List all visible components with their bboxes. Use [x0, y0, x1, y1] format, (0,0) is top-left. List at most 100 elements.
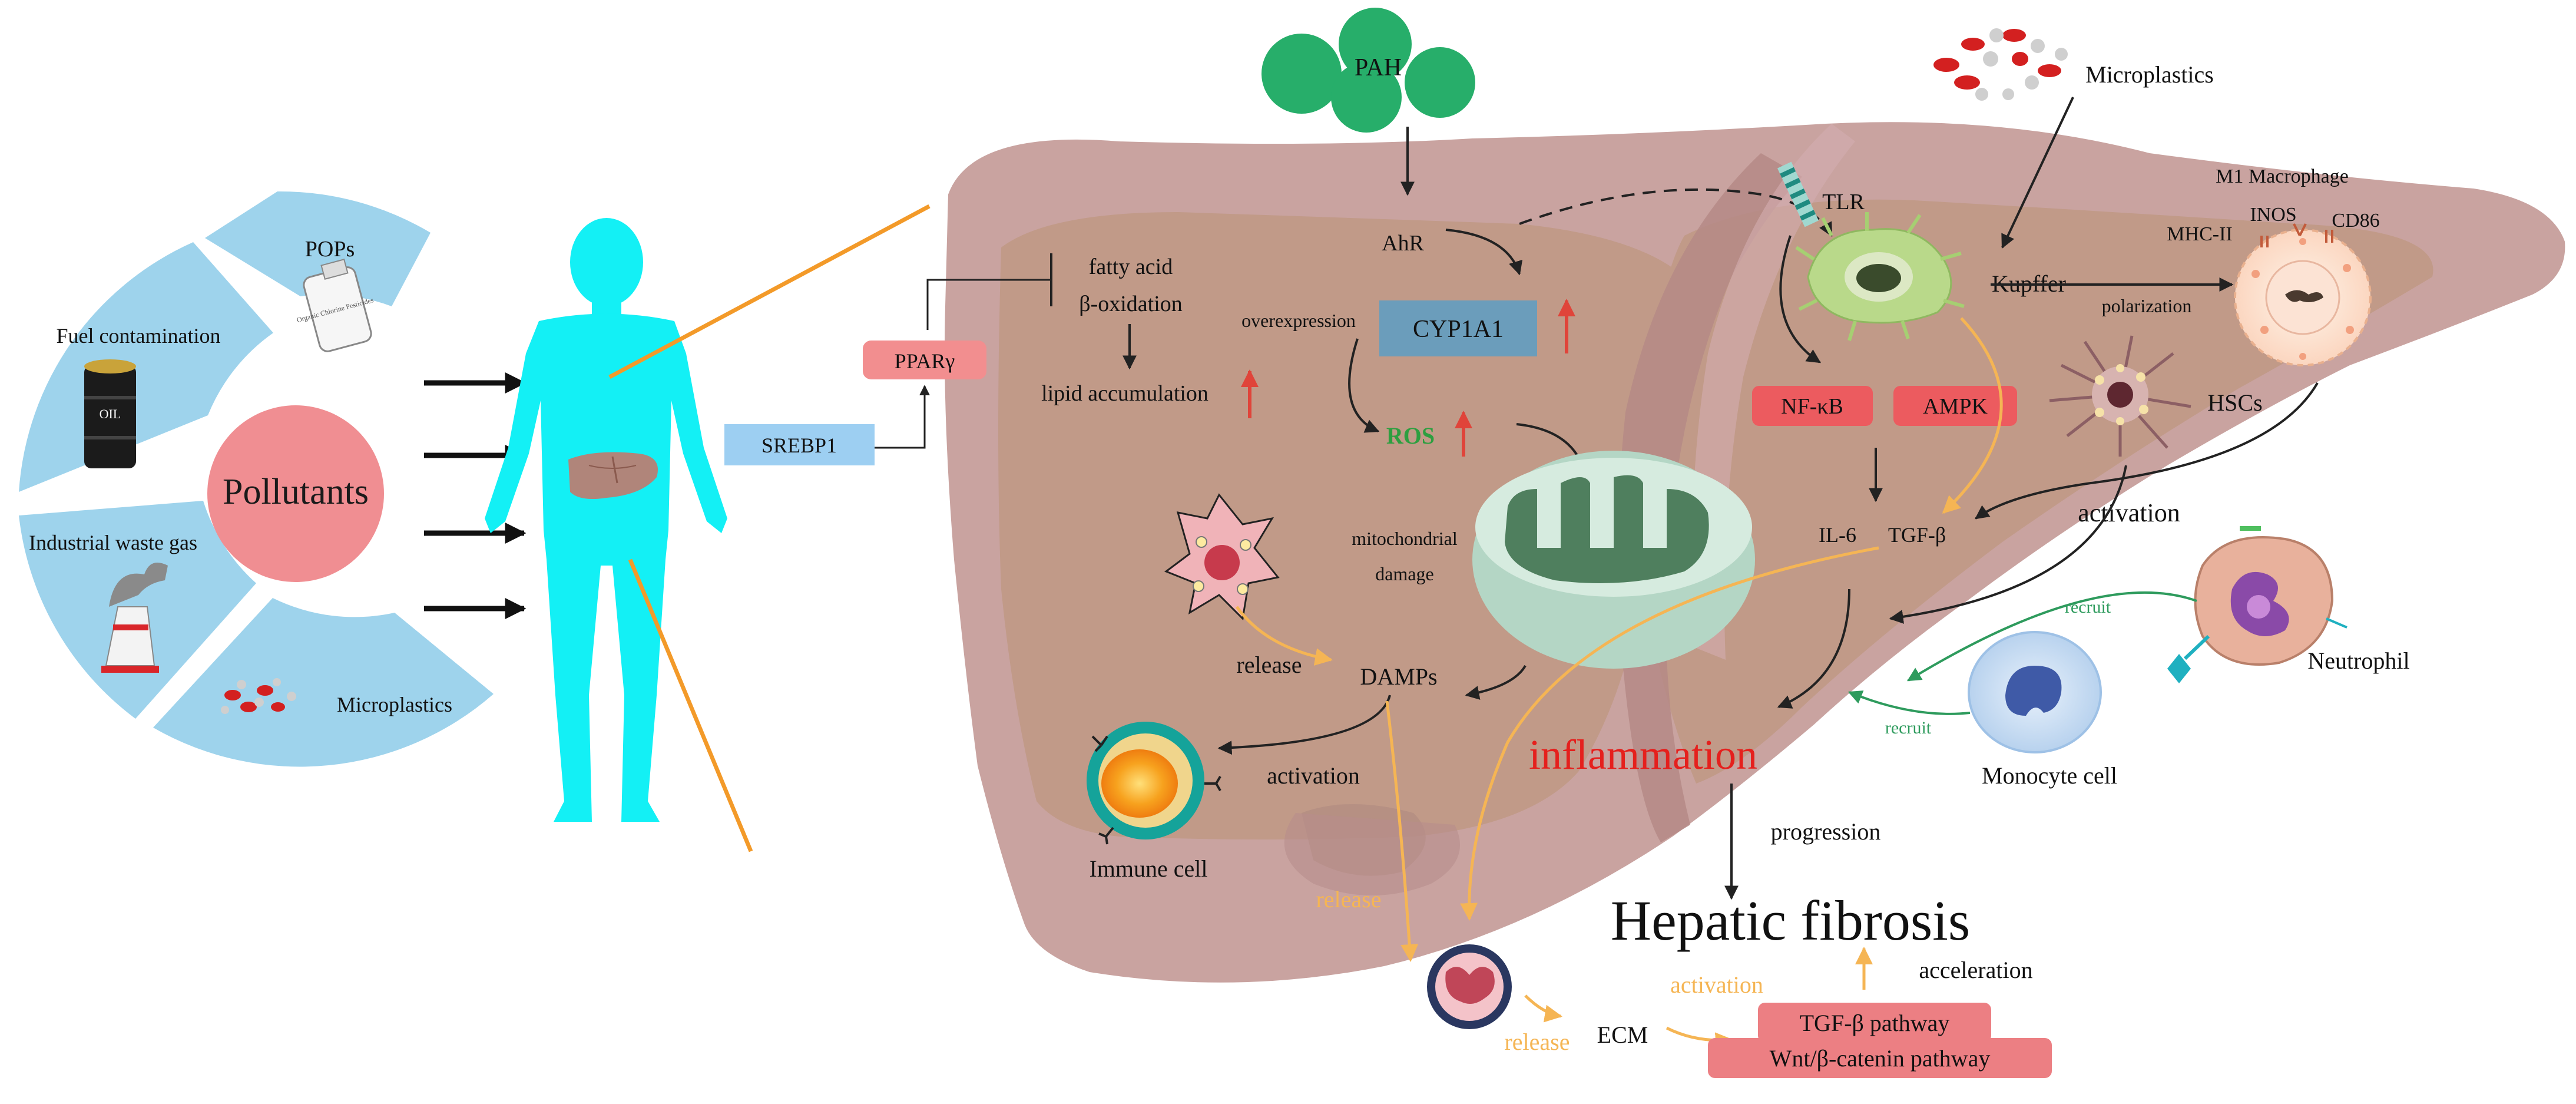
srebp-to-ppar-arrow [875, 385, 930, 449]
liver-inner-right [1643, 199, 2433, 784]
damps-release-arrow [1385, 700, 1419, 962]
industrial-label: Industrial waste gas [29, 531, 197, 554]
monocyte-recruit-arrow [1847, 690, 1971, 715]
inflammation-label: inflammation [1529, 731, 1757, 778]
kupffer-to-tgfb-arrow [1942, 317, 2003, 514]
monocyte-icon [1968, 631, 2102, 753]
ampk-box [1893, 386, 2017, 426]
overexpression-label: overexpression [1241, 310, 1356, 331]
fibrotic-cell-icon [1427, 944, 1512, 1029]
microplastics-wheel-label: Microplastics [337, 693, 452, 716]
ligament-band [1618, 153, 1802, 842]
release-label-2: release [1316, 886, 1381, 913]
wheel-segment-fuel [19, 242, 273, 492]
m1-macrophage-label: M1 Macrophage [2216, 166, 2349, 187]
srebp1-label: SREBP1 [761, 434, 837, 457]
tlr-receptor-icon [1777, 161, 1819, 227]
tgfb-release-arrow [1460, 546, 1879, 921]
liver-illustration [945, 122, 2565, 983]
body-liver-icon [568, 452, 658, 500]
hepatic-fibrosis-label: Hepatic fibrosis [1611, 889, 1971, 952]
ppar-box [863, 341, 986, 379]
recruit-label-2: recruit [1885, 718, 1932, 738]
zoom-line-bottom [628, 558, 753, 852]
ampk-label: AMPK [1923, 394, 1988, 419]
fatty-acid-label-1: fatty acid [1089, 254, 1173, 279]
recruit-label-1: recruit [2065, 597, 2111, 617]
oil-label: OIL [100, 406, 121, 421]
microplastics-top-label: Microplastics [2085, 61, 2214, 88]
cell-to-damps-arrow [1235, 606, 1333, 666]
mitochondrion-icon [1472, 451, 1755, 669]
activation-label-3: activation [1670, 971, 1763, 998]
tgfb-label: TGF-β [1888, 523, 1946, 547]
liver-inner-left [998, 212, 1684, 839]
progression-label: progression [1771, 818, 1881, 845]
cd86-label: CD86 [2332, 210, 2379, 232]
microplastics-wheel-icon [221, 678, 296, 714]
activation-label-1: activation [1267, 762, 1360, 789]
immune-cell-icon [1087, 722, 1221, 845]
pah-cluster [1261, 8, 1475, 133]
neutrophil-icon [2167, 526, 2347, 683]
oil-barrel-icon: OIL [84, 359, 136, 468]
factory-chimney-icon [101, 563, 168, 673]
pollutants-center [207, 405, 384, 582]
immune-cell-label: Immune cell [1089, 855, 1207, 882]
overexp-to-ros-arrow [1348, 338, 1380, 433]
pollutants-label: Pollutants [223, 472, 369, 512]
release-label-3: release [1504, 1029, 1570, 1055]
wnt-pathway-box [1708, 1038, 2052, 1078]
ecm-label: ECM [1597, 1022, 1648, 1048]
m1-to-cytokines-arrow [1975, 382, 2319, 520]
microplastics-top-icon [1933, 28, 2068, 101]
ahr-to-cyp-arrow [1445, 229, 1523, 276]
tlr-label: TLR [1822, 190, 1865, 214]
liver-lower-edge [1284, 813, 1460, 895]
srebp1-box [724, 424, 875, 465]
wheel-segment-pops [205, 191, 431, 306]
polarization-label: polarization [2102, 295, 2192, 316]
damps-label: DAMPs [1360, 663, 1437, 690]
kupffer-cell-icon [1795, 212, 1965, 341]
tgfb-pathway-box [1758, 1003, 1991, 1043]
zoom-line-top [608, 204, 931, 379]
hsc-cell-icon [2049, 335, 2191, 457]
fuel-label: Fuel contamination [57, 324, 221, 348]
wnt-pathway-label: Wnt/β-catenin pathway [1770, 1045, 1991, 1072]
wheel-segment-microplastics [153, 598, 494, 767]
damaged-hepatocyte-icon [1164, 493, 1280, 621]
activation-label-2: activation [2078, 498, 2180, 527]
release-label-1: release [1236, 652, 1302, 678]
tlr-to-nfkb-arrow [1779, 235, 1822, 363]
monocyte-label: Monocyte cell [1982, 762, 2117, 789]
pollutant-wheel: Pollutants POPs Organic Chlorine Pestici… [19, 191, 494, 767]
nfkb-label: NF-κB [1781, 394, 1843, 419]
mito-label-2: damage [1375, 563, 1434, 584]
ahr-label: AhR [1382, 231, 1424, 256]
pops-label: POPs [305, 237, 355, 262]
acceleration-label: acceleration [1919, 957, 2032, 983]
ppar-inhibit-line [926, 279, 1050, 330]
pah-label: PAH [1355, 54, 1402, 81]
fatty-acid-label-2: β-oxidation [1079, 292, 1183, 316]
cell-to-ecm-arrow [1524, 994, 1562, 1023]
inos-label: INOS [2250, 204, 2296, 226]
nfkb-box [1752, 386, 1873, 426]
cyp1a1-box [1379, 300, 1537, 356]
human-body-icon [485, 218, 727, 822]
ros-label: ROS [1386, 422, 1435, 449]
hscs-label: HSCs [2207, 389, 2262, 416]
lipid-accumulation-label: lipid accumulation [1041, 381, 1208, 406]
il6-label: IL-6 [1819, 523, 1856, 547]
m1-macrophage-icon [2234, 223, 2372, 366]
neutrophil-recruit-arrow [1906, 591, 2197, 682]
cytokines-to-inflammation-arrow [1777, 589, 1850, 709]
mito-label-1: mitochondrial [1352, 528, 1458, 549]
cyp1a1-label: CYP1A1 [1413, 316, 1504, 343]
damps-to-immune-arrow [1217, 695, 1391, 755]
mp-to-kupffer-arrow [2001, 97, 2074, 249]
tgfb-pathway-label: TGF-β pathway [1800, 1010, 1950, 1036]
